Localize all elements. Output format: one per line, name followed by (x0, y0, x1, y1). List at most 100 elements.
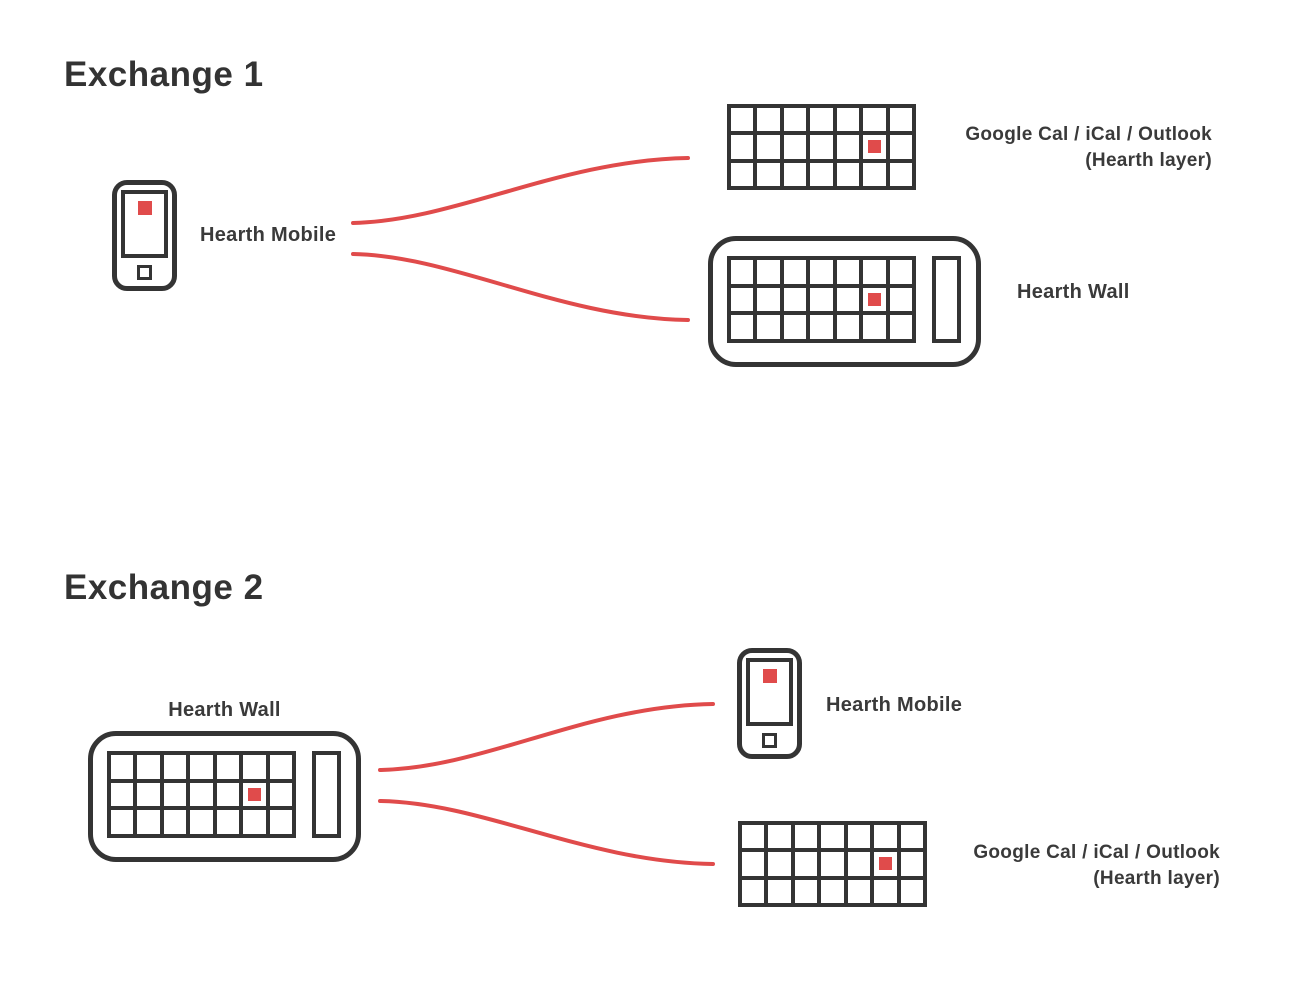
calendar-cell (757, 260, 780, 284)
calendar-cell (889, 315, 912, 339)
sync-curve-mobile-to-wall-ex1 (351, 252, 690, 322)
calendar-cell (783, 315, 807, 339)
calendar-cell (111, 755, 134, 779)
phone-home-button-icon (137, 265, 152, 280)
calendar-cell (768, 825, 791, 849)
calendar-grid-icon (727, 104, 916, 190)
sync-curve-wall-to-mobile-ex2 (378, 702, 715, 772)
mobile-label-ex1: Hearth Mobile (200, 224, 337, 246)
calendar-cell (900, 879, 923, 903)
wall-sidebar-panel (312, 751, 341, 838)
calendar-cell (783, 135, 807, 159)
calendar-cell (216, 782, 240, 807)
calendar-cell (794, 852, 818, 876)
calendar-cell (269, 755, 292, 779)
calendar-cell (863, 287, 886, 312)
calendar-cell (889, 287, 912, 312)
calendar-cell (847, 852, 871, 876)
calendar-cell (863, 260, 886, 284)
calendar-cell (137, 810, 160, 834)
calendar-cell (190, 782, 213, 807)
calendar-cell (836, 287, 860, 312)
calendar-cell (269, 782, 292, 807)
phone-screen (746, 658, 793, 726)
calendar-cell (731, 287, 754, 312)
calendar-cell (111, 782, 134, 807)
calendar-cell (216, 810, 240, 834)
calendar-cell (163, 782, 187, 807)
phone-home-button-icon (762, 733, 777, 748)
calendar-cell (810, 162, 833, 186)
calendar-cell (783, 108, 807, 132)
calendar-cell (731, 162, 754, 186)
calendar-cell (847, 825, 871, 849)
calendar-cell (742, 825, 765, 849)
calendar-cell (889, 162, 912, 186)
calendar-cell (243, 782, 266, 807)
calendar-cell (863, 162, 886, 186)
event-marker (763, 669, 777, 683)
calendar-cell (836, 162, 860, 186)
wall-calendar-grid-icon (727, 256, 916, 343)
sync-curve-wall-to-calendar-ex2 (378, 799, 715, 866)
calendar-cell (874, 825, 897, 849)
calendar-cell (190, 755, 213, 779)
calendar-cell (757, 315, 780, 339)
calendar-cell (768, 852, 791, 876)
calendar-cell (821, 825, 844, 849)
calendar-cell (190, 810, 213, 834)
calendar-cell (783, 162, 807, 186)
calendar-cell (757, 135, 780, 159)
calendar-cell (810, 260, 833, 284)
calendar-cell (731, 108, 754, 132)
event-marker (878, 857, 892, 871)
calendar-cell (742, 879, 765, 903)
smartphone-icon (737, 648, 802, 759)
calendar-cell (783, 260, 807, 284)
calendar-cell (757, 287, 780, 312)
calendar-cell (757, 162, 780, 186)
calendar-grid-icon (738, 821, 927, 907)
calendar-cell (863, 135, 886, 159)
phone-screen (121, 190, 168, 258)
event-marker (138, 201, 152, 215)
calendar-cell (137, 782, 160, 807)
calendar-cell (821, 852, 844, 876)
calendar-cell (794, 879, 818, 903)
smartphone-icon (112, 180, 177, 291)
calendar-label-ex1: Google Cal / iCal / Outlook (Hearth laye… (965, 122, 1212, 174)
calendar-cell (810, 135, 833, 159)
calendar-cell (863, 315, 886, 339)
calendar-cell (163, 755, 187, 779)
calendar-cell (731, 135, 754, 159)
event-marker (247, 787, 261, 801)
calendar-cell (243, 810, 266, 834)
calendar-cell (836, 260, 860, 284)
calendar-cell (111, 810, 134, 834)
sync-curve-mobile-to-calendar-ex1 (351, 156, 690, 225)
calendar-cell (731, 260, 754, 284)
calendar-cell (794, 825, 818, 849)
calendar-cell (783, 287, 807, 312)
exchange2-title: Exchange 2 (64, 568, 264, 607)
calendar-cell (768, 879, 791, 903)
calendar-label-ex2: Google Cal / iCal / Outlook (Hearth laye… (973, 840, 1220, 892)
calendar-cell (731, 315, 754, 339)
exchange1-title: Exchange 1 (64, 55, 264, 94)
calendar-cell (874, 852, 897, 876)
calendar-cell (742, 852, 765, 876)
wall-display-icon (88, 731, 361, 862)
mobile-label-ex2: Hearth Mobile (826, 694, 963, 716)
wall-label-ex1: Hearth Wall (1017, 281, 1130, 303)
calendar-cell (163, 810, 187, 834)
calendar-label-line1: Google Cal / iCal / Outlook (973, 842, 1220, 863)
calendar-cell (900, 852, 923, 876)
wall-calendar-grid-icon (107, 751, 296, 838)
calendar-cell (810, 315, 833, 339)
calendar-cell (810, 287, 833, 312)
calendar-cell (889, 260, 912, 284)
wall-display-icon (708, 236, 981, 367)
calendar-cell (269, 810, 292, 834)
calendar-label-line2: (Hearth layer) (1085, 150, 1212, 171)
